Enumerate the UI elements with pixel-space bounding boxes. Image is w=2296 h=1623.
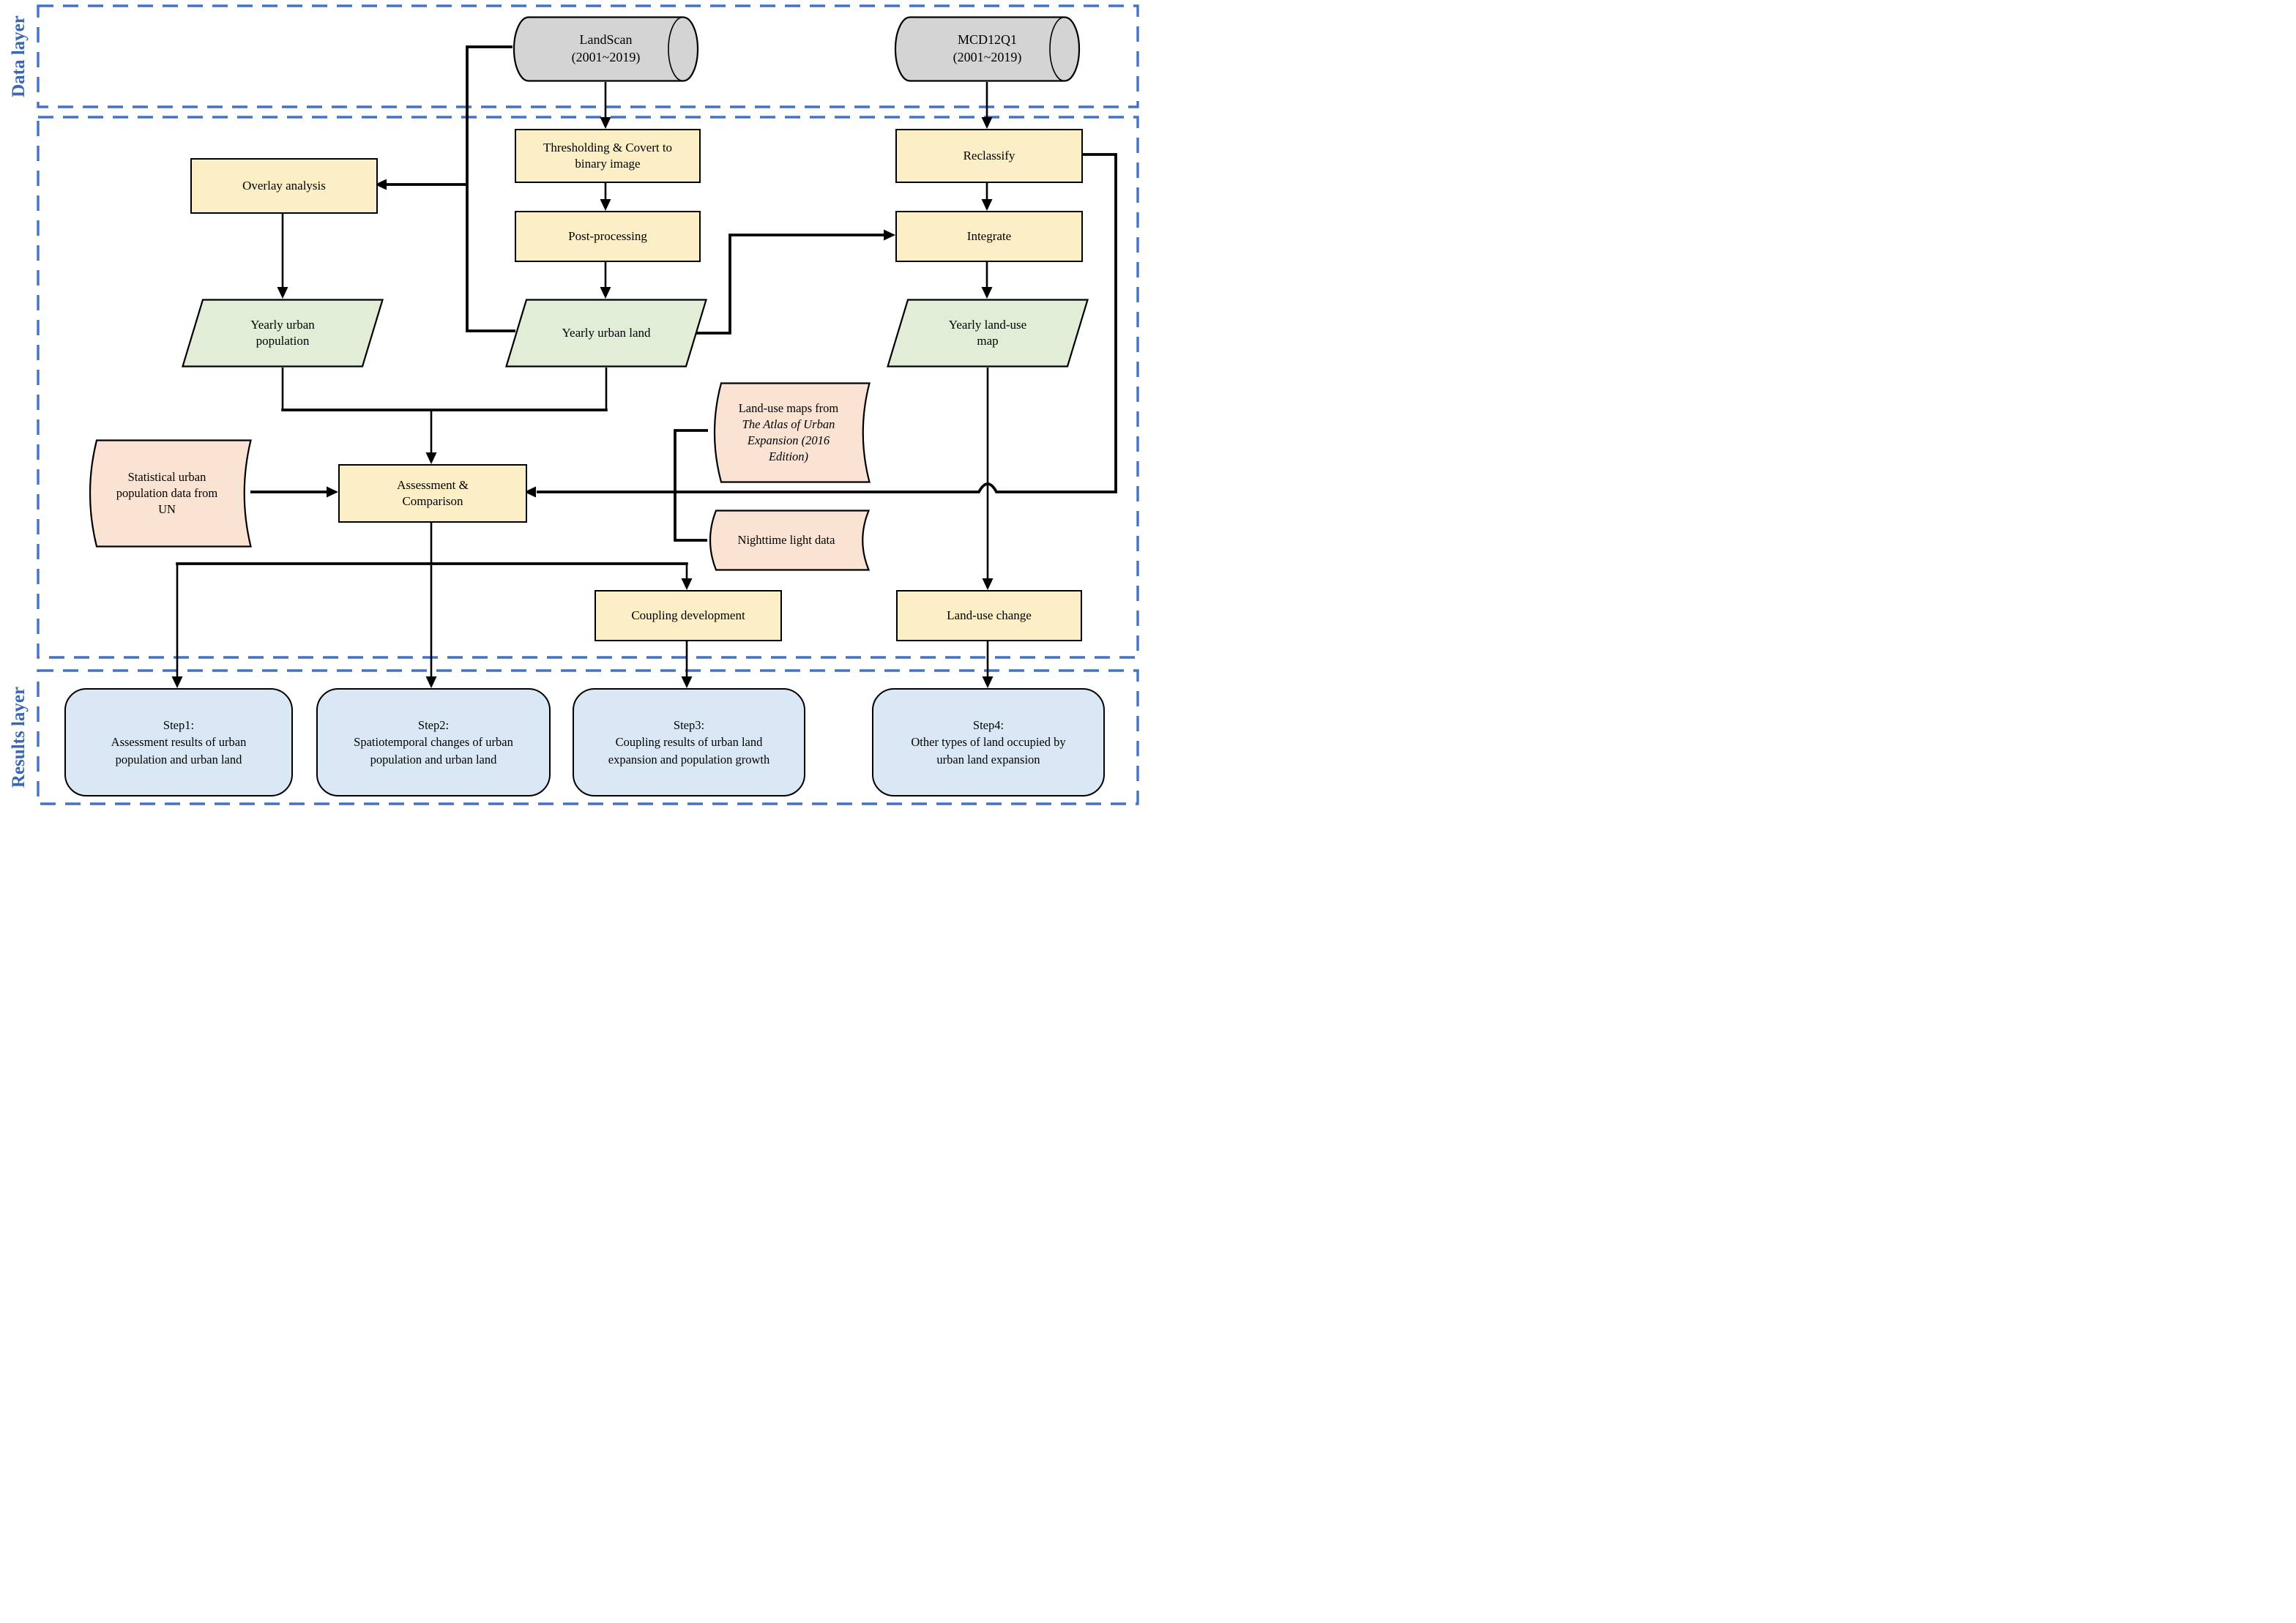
overlay-analysis-label: Overlay analysis <box>242 178 326 193</box>
atlas-label-prefix: Land-use maps from <box>738 401 839 416</box>
land-use-change-box: Land-use change <box>896 590 1082 641</box>
nighttime-light-shape: Nighttime light data <box>703 510 870 571</box>
statistical-un-data-shape: Statistical urban population data from U… <box>82 439 252 548</box>
atlas-label-italic: The Atlas of Urban Expansion (2016 Editi… <box>742 417 835 463</box>
step2-title: Step2: <box>417 717 450 732</box>
post-processing-box: Post-processing <box>515 211 701 262</box>
arrow-reclassify-sources-to-assessment <box>537 153 1117 493</box>
mcd12q1-title: MCD12Q1 <box>957 32 1017 48</box>
line-landscan-side-to-yearly-urban-land <box>466 45 515 332</box>
coupling-development-label: Coupling development <box>631 608 745 622</box>
results-layer-frame <box>37 669 1139 805</box>
yearly-land-use-map-label: Yearly land-use map <box>948 317 1027 348</box>
flowchart-canvas: Data layer Results layer LandScan (2001~… <box>0 0 1148 812</box>
step3-box: Step3: Coupling results of urban land ex… <box>573 688 805 796</box>
line-atlas-nighttime-junction <box>674 429 708 542</box>
mcd12q1-years: (2001~2019) <box>953 50 1022 64</box>
step4-text: Other types of land occupied by urban la… <box>911 735 1066 766</box>
connectors <box>37 4 1139 805</box>
assessment-comparison-label: Assessment & Comparison <box>397 477 469 508</box>
yearly-urban-land-parallelogram: Yearly urban land <box>505 299 707 367</box>
mcd12q1-cylinder: MCD12Q1 (2001~2019) <box>894 16 1081 82</box>
statistical-un-label: Statistical urban population data from U… <box>116 470 218 516</box>
landscan-cylinder: LandScan (2001~2019) <box>512 16 699 82</box>
step3-text: Coupling results of urban land expansion… <box>608 735 770 766</box>
step4-box: Step4: Other types of land occupied by u… <box>872 688 1105 796</box>
method-layer-frame <box>37 116 1139 659</box>
stored-data-shape <box>713 382 871 483</box>
yearly-urban-land-label: Yearly urban land <box>562 325 651 340</box>
step2-text: Spatiotemporal changes of urban populati… <box>354 735 513 766</box>
thresholding-box: Thresholding & Covert to binary image <box>515 129 701 183</box>
stored-data-shape <box>709 510 870 571</box>
overlay-analysis-box: Overlay analysis <box>190 158 378 214</box>
step1-title: Step1: <box>163 717 195 732</box>
cylinder-shape <box>894 16 1081 82</box>
coupling-development-box: Coupling development <box>594 590 782 641</box>
land-use-change-label: Land-use change <box>947 608 1032 622</box>
integrate-label: Integrate <box>966 228 1012 243</box>
yearly-urban-population-parallelogram: Yearly urban population <box>182 299 384 367</box>
stored-data-shape <box>89 439 252 548</box>
parallelogram-shape <box>505 299 707 367</box>
reclassify-label: Reclassify <box>963 148 1015 163</box>
arrow-yearly-urban-land-to-integrate <box>696 234 884 335</box>
atlas-maps-shape: Land-use maps from The Atlas of Urban Ex… <box>707 382 871 483</box>
assessment-comparison-box: Assessment & Comparison <box>338 464 527 523</box>
landscan-years: (2001~2019) <box>571 50 641 64</box>
reclassify-box: Reclassify <box>895 129 1083 183</box>
landscan-title: LandScan <box>579 32 633 48</box>
data-layer-frame <box>37 4 1139 108</box>
step1-text: Assessment results of urban population a… <box>111 735 247 766</box>
parallelogram-shape <box>887 299 1089 367</box>
integrate-box: Integrate <box>895 211 1083 262</box>
data-layer-label: Data layer <box>9 15 29 97</box>
step3-title: Step3: <box>673 717 705 732</box>
step4-title: Step4: <box>972 717 1004 732</box>
yearly-urban-population-label: Yearly urban population <box>250 317 315 348</box>
nighttime-light-label: Nighttime light data <box>737 533 835 548</box>
results-layer-label: Results layer <box>9 686 29 788</box>
step1-box: Step1: Assessment results of urban popul… <box>64 688 293 796</box>
cylinder-shape <box>512 16 699 82</box>
post-processing-label: Post-processing <box>568 228 647 243</box>
step2-box: Step2: Spatiotemporal changes of urban p… <box>316 688 551 796</box>
yearly-land-use-map-parallelogram: Yearly land-use map <box>887 299 1089 367</box>
thresholding-label: Thresholding & Covert to binary image <box>543 140 673 171</box>
parallelogram-shape <box>182 299 384 367</box>
